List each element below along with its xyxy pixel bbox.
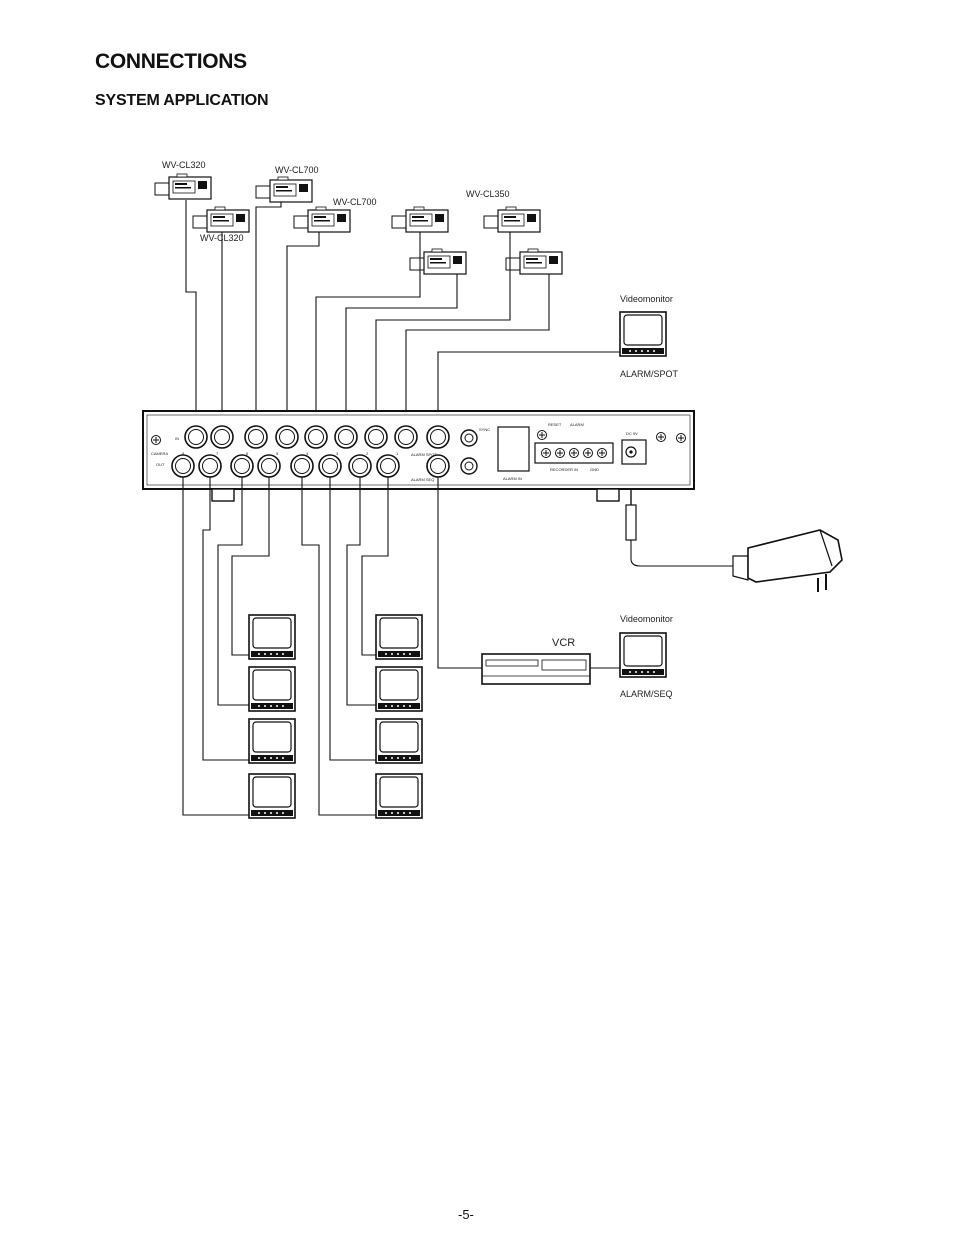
multiplexer-rear-panel: IN CAMERA OUT 8 7 6 5 4 3 2 1 ALARM SPOT — [142, 410, 695, 502]
page-number: -5- — [458, 1207, 474, 1222]
channel-number-3: 3 — [336, 451, 339, 456]
channel-number-5: 5 — [276, 451, 279, 456]
camera-wv-cl320-a — [154, 173, 212, 200]
vcr-cable — [437, 477, 482, 669]
camera-wv-cl350-c — [409, 248, 467, 275]
vcr — [481, 653, 591, 685]
camera-wv-cl350-b — [483, 206, 541, 233]
camera-label-4: WV-CL700 — [333, 197, 377, 207]
monitor-cables — [182, 477, 389, 816]
channel-number-1: 1 — [396, 451, 399, 456]
panel-recorder-in-label: RECORDER IN — [550, 467, 578, 472]
monitor-bank-right — [375, 614, 423, 819]
channel-number-8: 8 — [182, 451, 185, 456]
camera-label-3: WV-CL700 — [275, 165, 319, 175]
spot-monitor-label: Videomonitor — [620, 294, 673, 304]
vcr-label: VCR — [552, 637, 575, 649]
panel-alarm-in-label: ALARM IN — [503, 476, 522, 481]
section-subtitle: SYSTEM APPLICATION — [95, 92, 269, 109]
camera-wv-cl700-b — [293, 206, 351, 233]
seq-monitor-caption: ALARM/SEQ — [620, 689, 673, 699]
spot-videomonitor — [619, 311, 667, 357]
camera-wv-cl350-d — [505, 248, 563, 275]
panel-out-label: OUT — [156, 462, 165, 467]
seq-videomonitor — [619, 632, 667, 678]
camera-wv-cl350-a — [391, 206, 449, 233]
panel-gnd-label: GND — [590, 467, 599, 472]
camera-label-5: WV-CL350 — [466, 189, 510, 199]
camera-wv-cl320-b — [192, 206, 250, 233]
camera-label-1: WV-CL320 — [162, 160, 206, 170]
panel-alarm-spot-label: ALARM SPOT — [411, 452, 437, 457]
channel-number-6: 6 — [246, 451, 249, 456]
panel-in-label: IN — [175, 436, 179, 441]
spot-monitor-caption: ALARM/SPOT — [620, 369, 679, 379]
panel-sync-label: SYNC — [479, 427, 490, 432]
monitor-bank-left — [248, 614, 296, 819]
panel-camera-label: CAMERA — [151, 451, 168, 456]
ac-adapter — [625, 490, 843, 592]
camera-cables — [185, 200, 550, 425]
panel-reset-label: RESET — [548, 422, 562, 427]
channel-number-4: 4 — [306, 451, 309, 456]
panel-alarm-label: ALARM — [570, 422, 584, 427]
seq-monitor-label: Videomonitor — [620, 614, 673, 624]
page-title: CONNECTIONS — [95, 50, 247, 73]
camera-wv-cl700-a — [255, 176, 313, 203]
spot-monitor-cable — [437, 351, 620, 425]
panel-alarm-seq-label: ALARM SEQ — [411, 477, 434, 482]
panel-dc-label: DC 9V — [626, 431, 638, 436]
channel-number-2: 2 — [366, 451, 369, 456]
channel-number-7: 7 — [216, 451, 219, 456]
